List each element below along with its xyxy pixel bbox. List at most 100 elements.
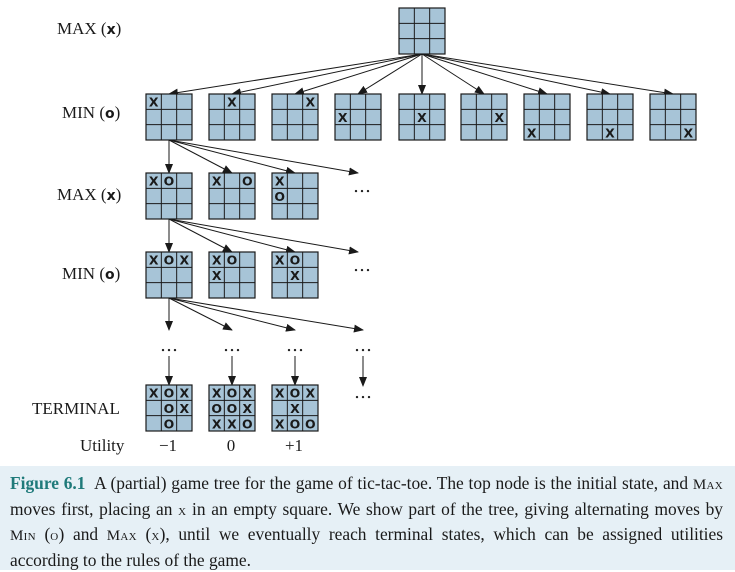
min-board-6: X	[460, 93, 508, 141]
tree-edge	[168, 297, 364, 333]
x-mark: X	[227, 416, 237, 431]
caption-text: ) and	[58, 524, 107, 544]
tree-edge	[168, 218, 359, 255]
caption-text: ), until we eventually reach terminal st…	[10, 524, 724, 570]
tree-edge	[168, 139, 233, 174]
o-mark: O	[227, 253, 238, 268]
min-board-5: X	[398, 93, 446, 141]
o-mark: O	[290, 416, 301, 431]
x-mark: X	[149, 253, 159, 268]
o-mark: O	[211, 401, 222, 416]
x-mark: X	[227, 95, 237, 110]
x-mark: X	[149, 95, 159, 110]
figure-number: Figure 6.1	[10, 473, 86, 493]
ellipsis: …	[353, 255, 371, 276]
x-mark: X	[243, 401, 253, 416]
tree-edge	[357, 53, 423, 95]
tree-edge	[168, 53, 423, 97]
min-board-7: X	[523, 93, 571, 141]
level-symbol: x	[106, 22, 116, 38]
level-name: TERMINAL	[32, 399, 120, 418]
tree-edge	[421, 53, 674, 97]
x-mark: X	[212, 386, 222, 401]
caption-text: moves first, placing an	[10, 498, 179, 519]
o-mark: O	[164, 174, 175, 189]
x-mark: X	[306, 386, 316, 401]
x-mark: X	[290, 268, 300, 283]
ellipsis: …	[354, 382, 372, 403]
min-board-9: X	[649, 93, 697, 141]
x-mark: X	[212, 416, 222, 431]
level-symbol: x	[106, 188, 116, 204]
o-mark: O	[164, 253, 175, 268]
o-mark: O	[164, 401, 175, 416]
level-symbol: o	[104, 267, 115, 283]
x-mark: X	[243, 386, 253, 401]
x-mark: X	[180, 401, 190, 416]
x-mark: X	[149, 386, 159, 401]
o-mark: O	[227, 386, 238, 401]
o-mark: O	[164, 416, 175, 431]
x-mark: X	[275, 174, 285, 189]
o-mark: O	[290, 253, 301, 268]
caption-text: (	[35, 524, 51, 544]
caption-max: Max	[106, 528, 137, 544]
utility-label: Utility	[80, 436, 125, 455]
x-mark: X	[275, 416, 285, 431]
x-mark: X	[495, 110, 505, 125]
o-mark: O	[290, 386, 301, 401]
level-name: MAX	[57, 185, 97, 204]
min-board-2: X	[208, 93, 256, 141]
tree-edge	[168, 139, 296, 175]
max-board-3: XO	[271, 172, 319, 220]
o-mark: O	[242, 416, 253, 431]
caption-text: in an empty square. We show part of the …	[186, 498, 723, 519]
level-name: MIN	[62, 103, 96, 122]
x-mark: X	[212, 253, 222, 268]
figure-caption: Figure 6.1 A (partial) game tree for the…	[0, 466, 735, 570]
ellipsis: …	[353, 176, 371, 197]
tree-edge	[294, 53, 423, 96]
level-name: MIN	[62, 264, 96, 283]
x-mark: X	[605, 125, 615, 140]
tree-edge	[168, 218, 296, 254]
x-mark: X	[212, 268, 222, 283]
utility-value-loss: −1	[158, 436, 178, 455]
ellipsis: …	[354, 335, 372, 356]
tree-edge	[168, 218, 233, 253]
tree-edge	[168, 297, 233, 331]
min-board-1: X	[145, 93, 193, 141]
caption-o: o	[50, 528, 59, 544]
tree-edge	[421, 53, 611, 97]
level-label-max-root: MAX (x)	[57, 19, 122, 38]
level-name: MAX	[57, 19, 97, 38]
tree-edge	[168, 139, 359, 176]
utility-value-win: +1	[284, 436, 304, 455]
x-mark: X	[684, 125, 694, 140]
x-mark: X	[180, 386, 190, 401]
caption-x: x	[178, 502, 187, 519]
x-mark: X	[306, 95, 316, 110]
caption-text: A (partial) game tree for the game of ti…	[94, 473, 693, 493]
x-mark: X	[290, 401, 300, 416]
level-label-terminal: TERMINAL	[32, 399, 120, 419]
caption-x: x	[151, 528, 160, 544]
level-label-min-3: MIN (o)	[62, 264, 121, 283]
o-mark: O	[164, 386, 175, 401]
caption-max: Max	[692, 477, 723, 493]
x-mark: X	[417, 110, 427, 125]
level-symbol: o	[104, 106, 115, 122]
o-mark: O	[242, 174, 253, 189]
x-mark: X	[527, 125, 537, 140]
x-mark: X	[275, 386, 285, 401]
level-label-min-1: MIN (o)	[62, 103, 121, 122]
o-mark: O	[274, 189, 285, 204]
